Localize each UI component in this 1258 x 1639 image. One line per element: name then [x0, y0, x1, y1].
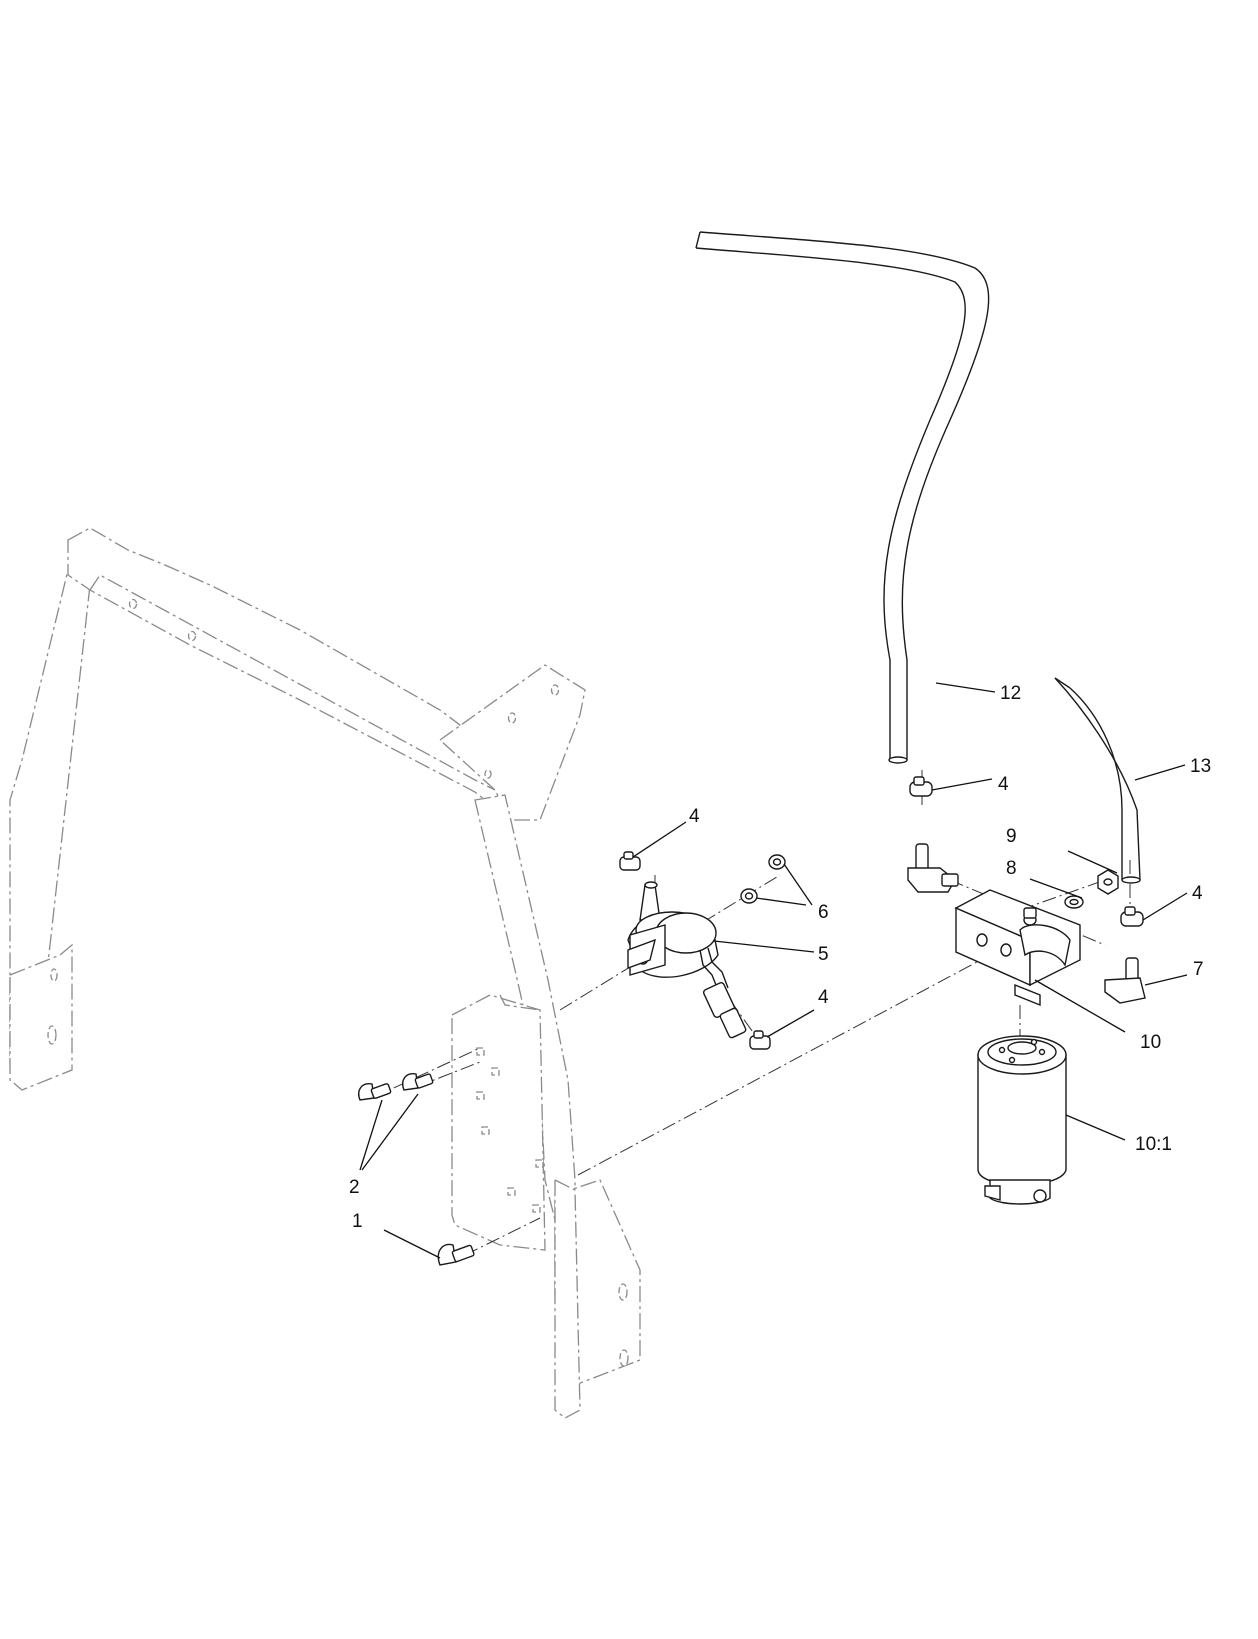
- callout-4-upper: 4: [998, 774, 1009, 795]
- callout-12: 12: [1000, 683, 1021, 704]
- leader-12: [935, 682, 996, 693]
- carriage-bolt-1: [437, 1243, 475, 1266]
- plate-slot-2: [491, 1067, 500, 1076]
- plate-slot-3: [476, 1091, 485, 1100]
- hose-clamp-4-right: [1120, 906, 1144, 927]
- callout-8: 8: [1006, 858, 1017, 879]
- frame-right-leg-lower: [554, 1178, 581, 1419]
- callout-7: 7: [1193, 959, 1204, 980]
- callout-labels: 12 13 4 9 8 4 7 10 10:1 4 6 5 4 2 1: [349, 683, 1211, 1232]
- nut-9: [1097, 869, 1119, 895]
- frame-crossbar-hole-2: [187, 630, 197, 642]
- callout-10: 10: [1140, 1032, 1161, 1053]
- plate-slot-4: [481, 1126, 490, 1135]
- fuel-hose-13: [1054, 677, 1141, 884]
- frame-left-bracket: [9, 943, 73, 1091]
- plate-slot-5: [535, 1159, 544, 1168]
- callout-10-1: 10:1: [1135, 1134, 1172, 1155]
- axis-bolt-1: [464, 1217, 541, 1256]
- elbow-fitting-7: [1104, 957, 1146, 1004]
- plate-slot-6: [507, 1187, 516, 1196]
- grommet-6-lower: [740, 888, 758, 904]
- callout-4-solenoid-bottom: 4: [818, 987, 829, 1008]
- mounting-plate-edge: [499, 994, 541, 1011]
- plate-slot-1: [476, 1047, 485, 1056]
- leader-8: [1029, 878, 1083, 899]
- callout-4-right: 4: [1192, 883, 1203, 904]
- carriage-bolt-2a: [358, 1083, 392, 1101]
- callout-2: 2: [349, 1177, 360, 1198]
- leader-13: [1134, 764, 1186, 781]
- foot-hole-1: [618, 1283, 628, 1301]
- leader-5: [713, 940, 815, 953]
- frame-assembly: [9, 527, 641, 1419]
- carriage-bolt-2b: [402, 1073, 434, 1091]
- callout-4-solenoid-top: 4: [689, 806, 700, 827]
- leader-9: [1067, 850, 1118, 874]
- hose-clamp-4-solenoid-bottom: [749, 1030, 771, 1050]
- gusset-hole-1: [507, 712, 517, 724]
- axis-washer: [1019, 879, 1106, 911]
- axis-filter-head: [577, 954, 991, 1176]
- foot-hole-2: [619, 1349, 629, 1367]
- fuel-filter-element-10-1: [977, 1035, 1067, 1205]
- callout-1: 1: [352, 1211, 363, 1232]
- leader-10: [1034, 979, 1126, 1033]
- leader-lines: [359, 682, 1188, 1259]
- gusset-hole-2: [550, 684, 560, 696]
- leader-4-upper: [931, 778, 993, 791]
- frame-crossbar: [67, 527, 521, 809]
- leader-10-1: [1065, 1114, 1126, 1141]
- leader-4-solenoid-bottom: [766, 1009, 815, 1038]
- callout-9: 9: [1006, 826, 1017, 847]
- hose-clamp-4-upper: [909, 776, 933, 797]
- leader-2a: [359, 1099, 383, 1171]
- leader-2b: [361, 1093, 419, 1171]
- callout-5: 5: [818, 944, 829, 965]
- frame-gusset-plate: [438, 664, 586, 821]
- frame-crossbar-hole-1: [128, 598, 138, 610]
- leader-7: [1144, 974, 1188, 986]
- callout-6: 6: [818, 902, 829, 923]
- leader-1: [383, 1229, 441, 1259]
- elbow-fitting-left: [907, 843, 959, 893]
- hose-clamp-4-solenoid-top: [619, 851, 641, 871]
- fuel-hose-12: [695, 231, 990, 764]
- leader-6b: [755, 897, 807, 906]
- gusset-hole-3: [484, 769, 492, 779]
- frame-left-leg: [9, 568, 91, 1082]
- grommet-6-upper: [768, 854, 786, 870]
- filter-head-bracket-10: [954, 889, 1081, 1007]
- callout-13: 13: [1190, 756, 1211, 777]
- leader-4-right: [1142, 892, 1188, 921]
- plate-slot-7: [532, 1204, 541, 1213]
- leader-6a: [783, 863, 813, 906]
- leader-4-solenoid-top: [632, 821, 687, 858]
- frame-crossbar-edge: [89, 574, 496, 791]
- fuel-solenoid-5: [627, 881, 747, 1039]
- mounting-plate: [451, 994, 546, 1251]
- frame-left-hole: [47, 1025, 57, 1045]
- frame-left-hole-2: [50, 968, 58, 982]
- washer-8: [1064, 895, 1084, 909]
